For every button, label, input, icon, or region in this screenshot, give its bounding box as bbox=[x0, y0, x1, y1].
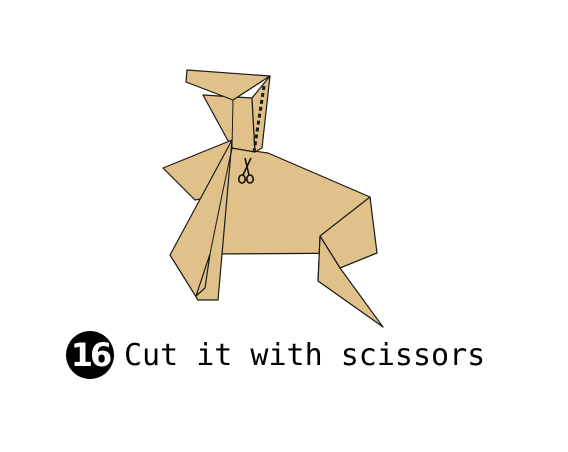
scissors-icon bbox=[238, 157, 255, 184]
step-number-badge: 16 bbox=[66, 331, 114, 379]
goat-front-leg bbox=[169, 139, 233, 301]
step-caption: 16 Cut it with scissors bbox=[66, 331, 485, 379]
goat-front-leg-inner bbox=[195, 253, 211, 297]
step-instruction: Cut it with scissors bbox=[124, 337, 486, 373]
